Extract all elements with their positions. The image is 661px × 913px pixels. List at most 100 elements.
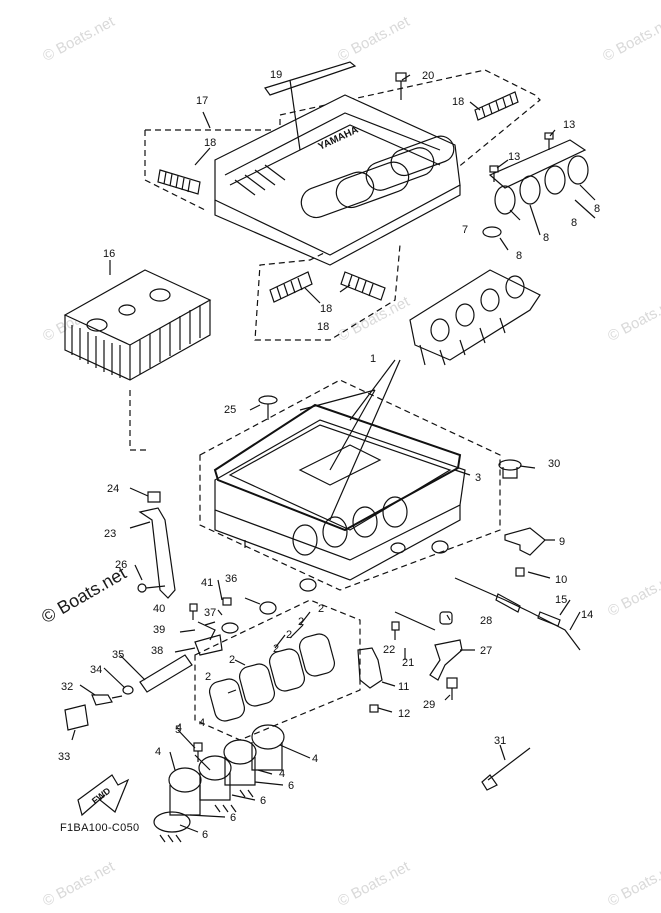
callout-4-c: 4 xyxy=(199,717,205,729)
link-rod-21 xyxy=(394,611,436,631)
callout-13-b: 13 xyxy=(508,151,520,163)
bolt-22 xyxy=(391,621,400,640)
callout-25: 25 xyxy=(224,404,236,416)
callout-28: 28 xyxy=(480,615,492,627)
callout-41: 41 xyxy=(201,577,213,589)
callout-22: 22 xyxy=(383,644,395,656)
callout-6-c: 6 xyxy=(230,812,236,824)
collar-28 xyxy=(439,611,453,625)
callout-2-f: 2 xyxy=(205,671,211,683)
callout-20: 20 xyxy=(422,70,434,82)
callout-2-a: 2 xyxy=(318,603,324,615)
callout-24: 24 xyxy=(107,483,119,495)
callout-6-b: 6 xyxy=(260,795,266,807)
lever-27 xyxy=(429,639,463,681)
callout-19: 19 xyxy=(270,69,282,81)
callout-7: 7 xyxy=(462,224,468,236)
callout-31: 31 xyxy=(494,735,506,747)
callout-18-d: 18 xyxy=(317,321,329,333)
collar-30 xyxy=(498,459,522,479)
callout-2-b: 2 xyxy=(298,616,304,628)
bolt-10 xyxy=(515,567,525,577)
callout-26: 26 xyxy=(115,559,127,571)
callout-29: 29 xyxy=(423,699,435,711)
callout-39: 39 xyxy=(153,624,165,636)
collar-24 xyxy=(147,491,161,503)
callout-4-a: 4 xyxy=(155,746,161,758)
cable-tie-31 xyxy=(481,747,531,791)
emblem-plate xyxy=(264,61,357,96)
grommet-18-left xyxy=(157,169,201,195)
callout-2-c: 2 xyxy=(286,629,292,641)
throttle-cable xyxy=(454,577,581,651)
callout-18-b: 18 xyxy=(452,96,464,108)
clip-34 xyxy=(122,685,134,695)
callout-2-e: 2 xyxy=(229,654,235,666)
screw-13-upper xyxy=(544,132,554,150)
clamp-39 xyxy=(197,621,216,641)
bolt-20 xyxy=(395,72,407,100)
callout-10: 10 xyxy=(555,574,567,586)
callout-18-a: 18 xyxy=(204,137,216,149)
callout-2-d: 2 xyxy=(273,643,279,655)
callout-5: 5 xyxy=(175,724,181,736)
callout-8-c: 8 xyxy=(543,232,549,244)
grommet-18-bottom-right xyxy=(340,271,386,301)
bolt-26 xyxy=(137,583,166,593)
fwd-arrow xyxy=(77,774,130,817)
bracket-9 xyxy=(504,527,546,556)
callout-40: 40 xyxy=(153,603,165,615)
callout-36: 36 xyxy=(225,573,237,585)
callout-4-b: 4 xyxy=(176,722,182,734)
grommet-18-bottom-left xyxy=(269,271,313,303)
callout-35: 35 xyxy=(112,649,124,661)
callout-8-a: 8 xyxy=(594,203,600,215)
clamps-6 xyxy=(153,789,254,843)
callout-4-d: 4 xyxy=(312,753,318,765)
callout-6-d: 6 xyxy=(202,829,208,841)
callout-12: 12 xyxy=(398,708,410,720)
callout-23: 23 xyxy=(104,528,116,540)
callout-18-c: 18 xyxy=(320,303,332,315)
bracket-38 xyxy=(194,634,223,656)
bracket-23 xyxy=(138,507,176,599)
callout-1: 1 xyxy=(370,353,376,365)
bolt-25 xyxy=(258,395,278,420)
callout-30: 30 xyxy=(548,458,560,470)
fitting-36 xyxy=(244,597,277,615)
diagram-code: F1BA100-C050 xyxy=(60,822,140,834)
bracket-33 xyxy=(64,704,89,731)
intake-funnels xyxy=(482,139,589,238)
callout-17: 17 xyxy=(196,95,208,107)
air-filter xyxy=(63,269,212,381)
callout-8-d: 8 xyxy=(516,250,522,262)
air-box-seal xyxy=(213,403,462,532)
callout-6-a: 6 xyxy=(288,780,294,792)
callout-16: 16 xyxy=(103,248,115,260)
intake-manifold xyxy=(409,269,541,366)
callout-8-b: 8 xyxy=(571,217,577,229)
callout-32: 32 xyxy=(61,681,73,693)
air-box-cover: YAMAHA xyxy=(214,94,461,266)
bracket-11 xyxy=(357,647,383,689)
callout-37: 37 xyxy=(204,607,216,619)
sensor-32 xyxy=(91,694,123,706)
callout-11: 11 xyxy=(398,681,409,693)
hose-35 xyxy=(139,654,193,693)
intake-boots-4 xyxy=(168,724,285,816)
callout-4-e: 4 xyxy=(279,768,285,780)
callout-9: 9 xyxy=(559,536,565,548)
clip-37 xyxy=(221,622,239,634)
bolt-41 xyxy=(222,597,232,606)
callout-34: 34 xyxy=(90,664,102,676)
callout-15: 15 xyxy=(555,594,567,606)
callout-13-a: 13 xyxy=(563,119,575,131)
callout-14: 14 xyxy=(581,609,593,621)
bolt-40 xyxy=(189,603,198,620)
callout-3: 3 xyxy=(475,472,481,484)
air-box-case xyxy=(214,419,466,592)
callout-27: 27 xyxy=(480,645,492,657)
screw-13-lower xyxy=(489,165,499,182)
callout-33: 33 xyxy=(58,751,70,763)
